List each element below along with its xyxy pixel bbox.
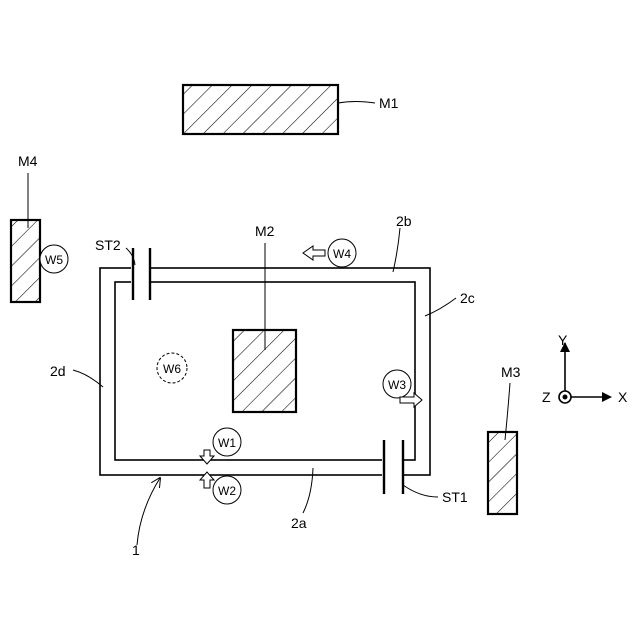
leader-st1	[403, 485, 438, 497]
label-2b: 2b	[396, 213, 412, 229]
axis-label-y: Y	[558, 332, 568, 348]
label-w6: W6	[163, 362, 181, 376]
axis-label-z: Z	[542, 389, 551, 405]
label-w3: W3	[388, 378, 406, 392]
leader-2d	[73, 370, 103, 387]
label-m2: M2	[255, 223, 275, 239]
label-m4: M4	[18, 153, 38, 169]
label-w5: W5	[45, 253, 63, 267]
label-st2: ST2	[95, 237, 121, 253]
label-2d: 2d	[50, 363, 66, 379]
arrow-w1-down	[200, 450, 214, 464]
label-w2: W2	[218, 484, 236, 498]
axis-label-x: X	[618, 389, 628, 405]
label-2a: 2a	[291, 515, 307, 531]
leader-1	[137, 478, 160, 545]
leader-m1	[338, 102, 375, 104]
label-1: 1	[132, 542, 140, 558]
block-m4	[11, 220, 40, 302]
label-st1: ST1	[442, 489, 468, 505]
block-m3	[488, 432, 517, 514]
label-w1: W1	[218, 436, 236, 450]
label-w4: W4	[333, 247, 351, 261]
coordinate-axes	[559, 342, 612, 403]
label-m3: M3	[501, 364, 521, 380]
arrow-w4-left	[303, 246, 325, 260]
label-m1: M1	[379, 95, 399, 111]
leader-2b	[393, 228, 400, 272]
label-2c: 2c	[460, 290, 475, 306]
block-m1	[183, 85, 338, 134]
